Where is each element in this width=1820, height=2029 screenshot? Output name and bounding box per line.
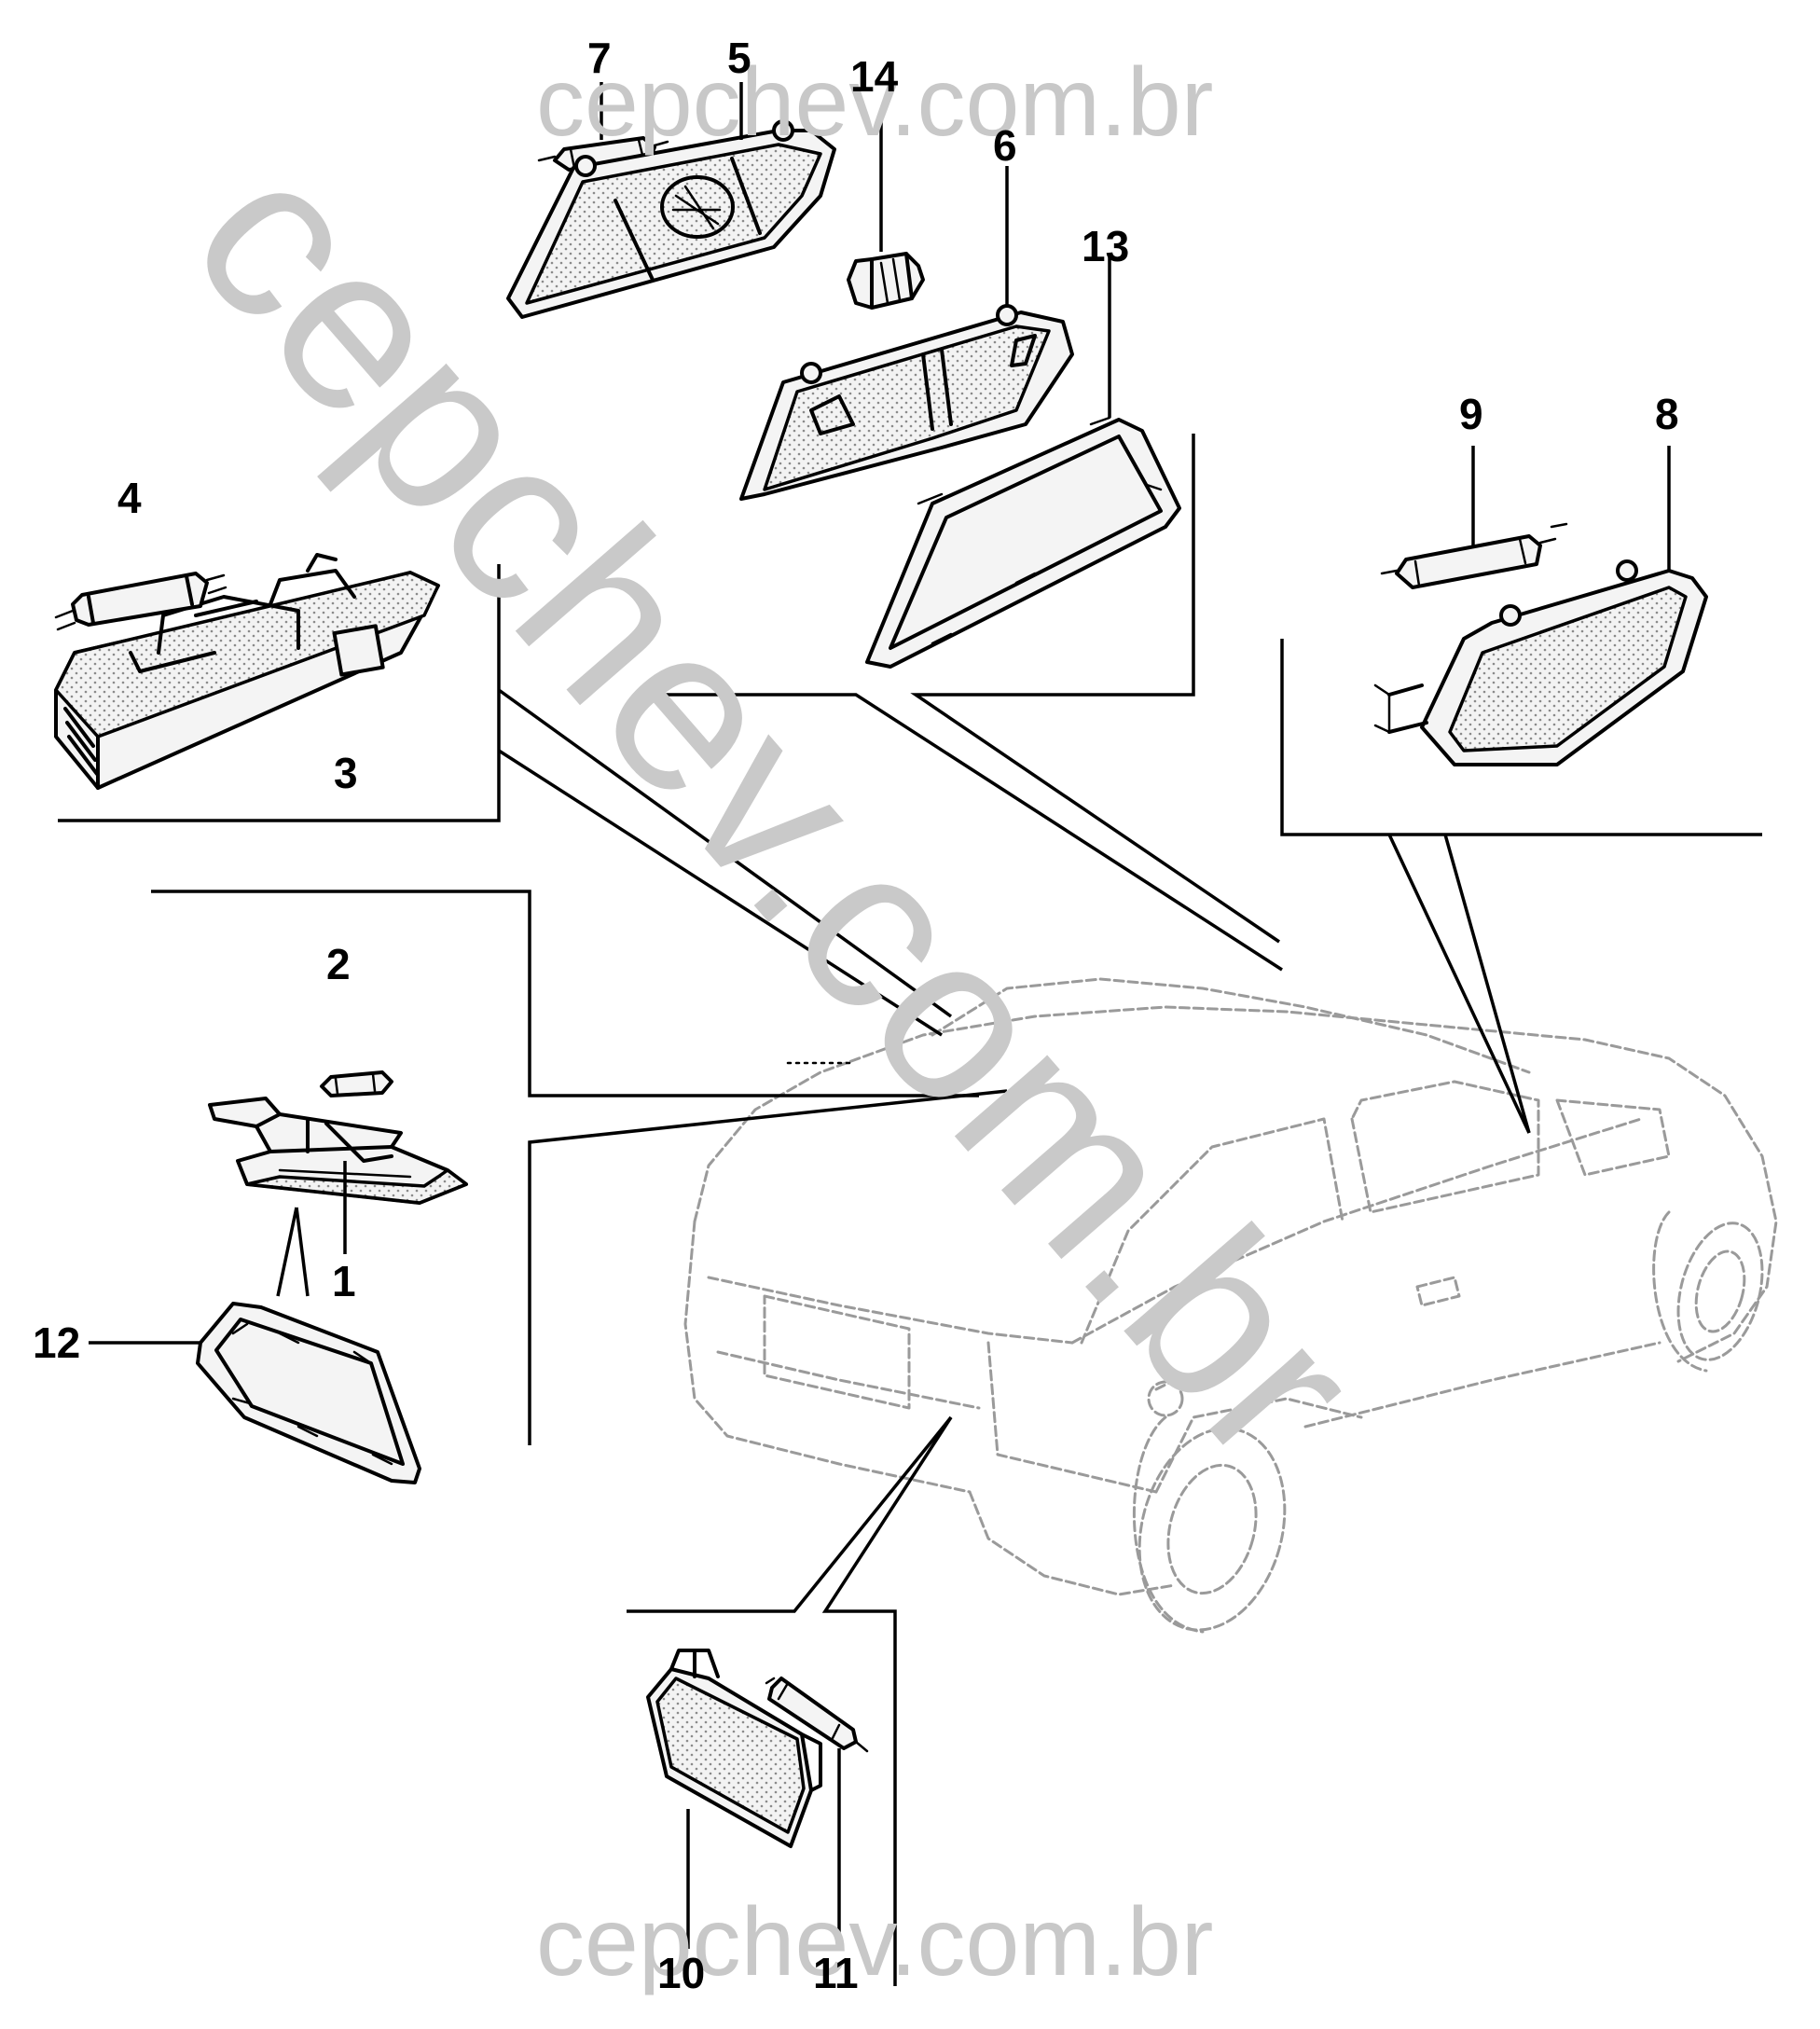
callout-3: 3 [334,749,358,797]
car-outline [683,977,1778,1634]
callout-14: 14 [850,52,899,101]
callout-9: 9 [1459,390,1483,438]
part-lamp-6 [739,166,1074,501]
callout-1: 1 [332,1257,356,1305]
part-frame-13 [865,256,1181,669]
part-bulb-11 [765,1677,869,1949]
watermark-bottom: cepchev.com.br [536,1888,1213,1996]
leader-lines [58,434,1762,1986]
callout-10: 10 [657,1949,705,1997]
part-bulb-9 [1380,446,1568,589]
part-bulb-2 [320,1070,393,1097]
callout-5: 5 [727,34,751,82]
part-bulb-4 [54,572,228,631]
callout-4: 4 [117,474,142,522]
callout-11: 11 [813,1949,859,1997]
part-bulb-14 [847,110,925,310]
callout-2: 2 [326,940,351,988]
callout-12: 12 [33,1318,80,1367]
part-dome-lamp-1 [208,1097,468,1254]
callout-6: 6 [993,121,1017,170]
part-lamp-housing-3 [54,553,440,790]
watermark-top: cepchev.com.br [536,48,1213,157]
callout-8: 8 [1655,390,1679,438]
part-lens-12 [89,1302,421,1484]
part-lamp-lens-5 [506,82,836,319]
part-side-marker-8 [1373,446,1708,766]
callout-7: 7 [587,34,612,82]
part-lens-10 [646,1649,822,1949]
callout-13: 13 [1082,222,1129,270]
